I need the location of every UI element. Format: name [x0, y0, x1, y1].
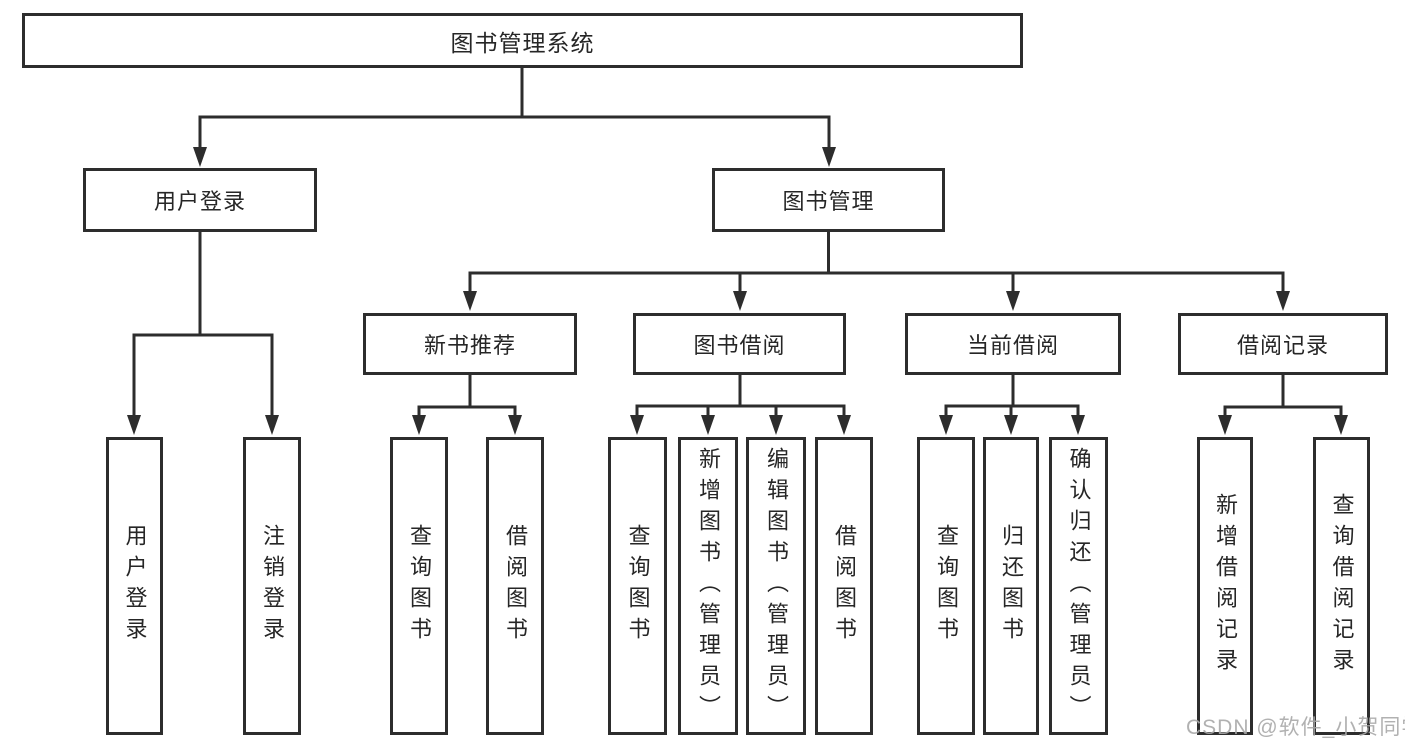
leaf-user-login: 用户登录: [106, 437, 163, 735]
leaf-current-query-book: 查询图书: [917, 437, 975, 735]
leaf-current-return-book: 归还图书: [983, 437, 1039, 735]
leaf-borrow-borrow-book: 借阅图书: [815, 437, 873, 735]
node-root-system: 图书管理系统: [22, 13, 1023, 68]
node-new-book-recommend: 新书推荐: [363, 313, 577, 375]
node-current-borrow: 当前借阅: [905, 313, 1121, 375]
leaf-record-add: 新增借阅记录: [1197, 437, 1253, 735]
connector-root-to-level2: [193, 66, 836, 167]
connector-user-login-to-leaves: [127, 232, 279, 435]
connector-new-book-to-leaves: [412, 375, 522, 435]
connector-borrow-record-to-leaves: [1218, 375, 1348, 435]
leaf-borrow-add-book-admin: 新增图书（管理员）: [678, 437, 738, 735]
connector-book-borrow-to-leaves: [630, 375, 851, 435]
leaf-record-query: 查询借阅记录: [1313, 437, 1370, 735]
node-borrow-record: 借阅记录: [1178, 313, 1388, 375]
connector-book-management-to-level3: [463, 232, 1290, 311]
connector-current-borrow-to-leaves: [939, 375, 1085, 435]
leaf-borrow-edit-book-admin: 编辑图书（管理员）: [746, 437, 806, 735]
node-book-borrow: 图书借阅: [633, 313, 846, 375]
node-book-management: 图书管理: [712, 168, 945, 232]
leaf-newbook-borrow-book: 借阅图书: [486, 437, 544, 735]
leaf-logout: 注销登录: [243, 437, 301, 735]
node-user-login: 用户登录: [83, 168, 317, 232]
leaf-newbook-query-book: 查询图书: [390, 437, 448, 735]
leaf-borrow-query-book: 查询图书: [608, 437, 667, 735]
leaf-current-confirm-return-admin: 确认归还（管理员）: [1049, 437, 1108, 735]
watermark: CSDN @软件_小贺同学: [1186, 716, 1405, 739]
